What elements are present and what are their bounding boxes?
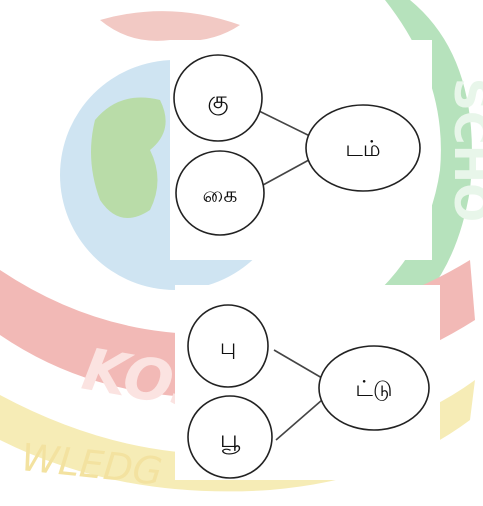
crest-ornament bbox=[100, 11, 240, 41]
node-right bbox=[305, 104, 421, 192]
node-left-top-label: கு bbox=[207, 86, 228, 115]
green-arc bbox=[380, 0, 472, 320]
watermark-right-text: SCHO bbox=[444, 78, 483, 223]
node-right bbox=[318, 345, 430, 431]
node-left-top bbox=[173, 54, 263, 142]
node-left-bottom-label: கை bbox=[203, 183, 238, 208]
node-right-label: டம் bbox=[345, 137, 380, 162]
node-left-top-label: பு bbox=[220, 335, 236, 360]
node-right-label: ட்டு bbox=[355, 377, 392, 402]
node-left-bottom bbox=[175, 150, 265, 236]
connector-line bbox=[273, 349, 323, 379]
connector-line bbox=[275, 399, 323, 441]
node-left-top bbox=[187, 304, 269, 388]
node-left-bottom-label: பூ bbox=[220, 425, 241, 455]
diagram-2: பு பூ ட்டு bbox=[187, 304, 430, 479]
diagram-1: கு கை டம் bbox=[173, 54, 421, 236]
node-left-bottom bbox=[187, 395, 273, 479]
globe-land bbox=[91, 97, 166, 218]
